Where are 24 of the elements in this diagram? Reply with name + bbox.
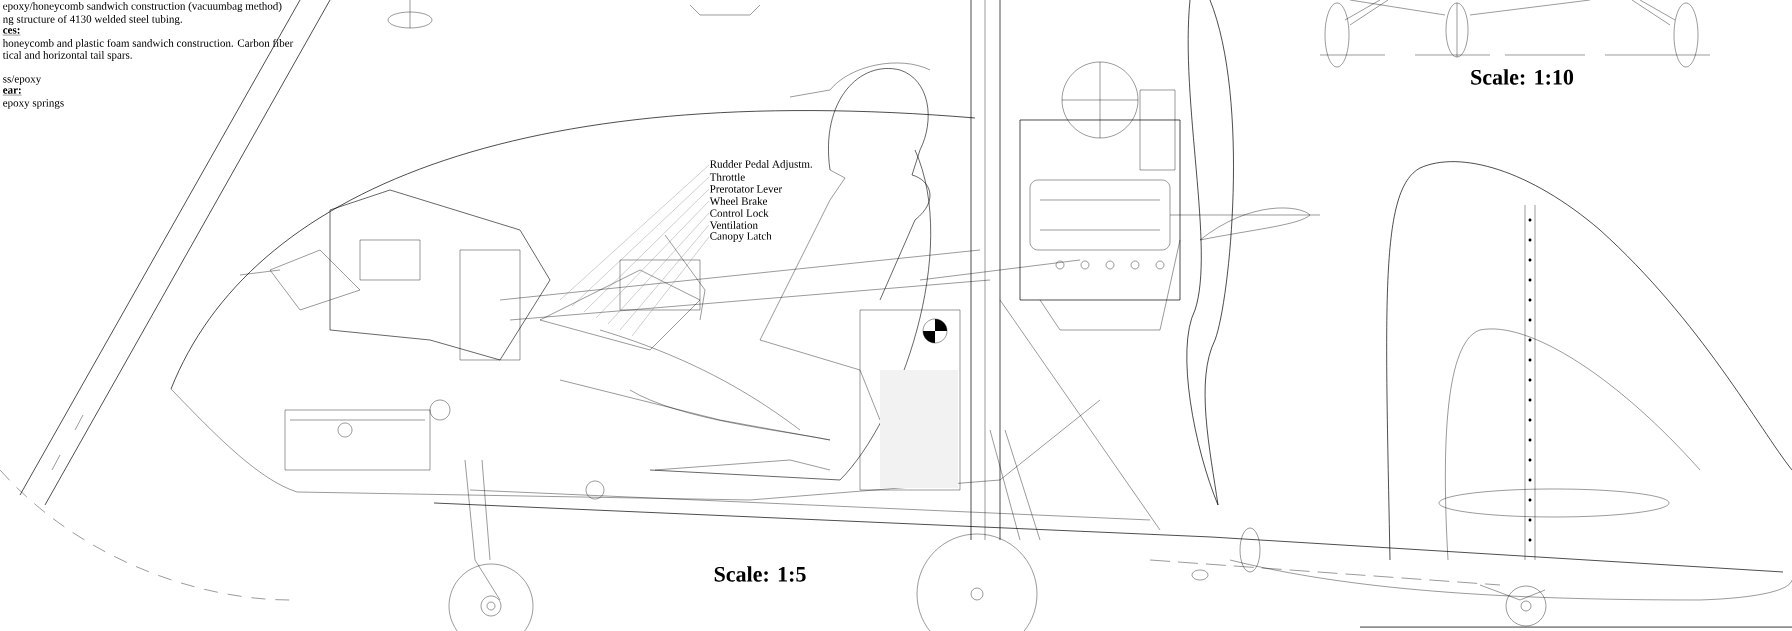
spec-text: epoxy springs	[3, 99, 64, 109]
callout-label: Rudder Pedal Adjustm.	[710, 160, 812, 170]
section-heading: ear:	[2, 88, 22, 96]
spec-text: tical and horizontal tail spars.	[2, 51, 132, 61]
spec-text: ng structure of 4130 welded steel tubing.	[2, 14, 182, 26]
callout-label: Wheel Brake	[709, 197, 768, 205]
spec-text: epoxy/honeycomb sandwich construction (vacuumbag method)	[3, 2, 282, 12]
leader-line	[571, 176, 710, 307]
leader-line	[583, 188, 710, 313]
leader-line	[619, 224, 710, 331]
leader-line	[559, 164, 710, 301]
section-heading: ces:	[2, 28, 21, 36]
callout-label: Ventilation	[709, 221, 758, 229]
leader-line	[595, 200, 710, 319]
spec-text: ss/epoxy	[3, 75, 42, 85]
leader-line	[631, 236, 710, 337]
callout-label: Prerotator Lever	[710, 185, 782, 193]
spec-text: honeycomb and plastic foam sandwich construction. Carbon fiber	[2, 38, 294, 50]
callout-label: Throttle	[709, 173, 745, 181]
scale-label: Scale: 1:10	[1471, 69, 1574, 85]
leader-line	[607, 212, 710, 325]
callout-label: Canopy Latch	[710, 232, 772, 242]
scale-label: Scale: 1:5	[714, 566, 806, 582]
callout-label: Control Lock	[710, 209, 769, 217]
